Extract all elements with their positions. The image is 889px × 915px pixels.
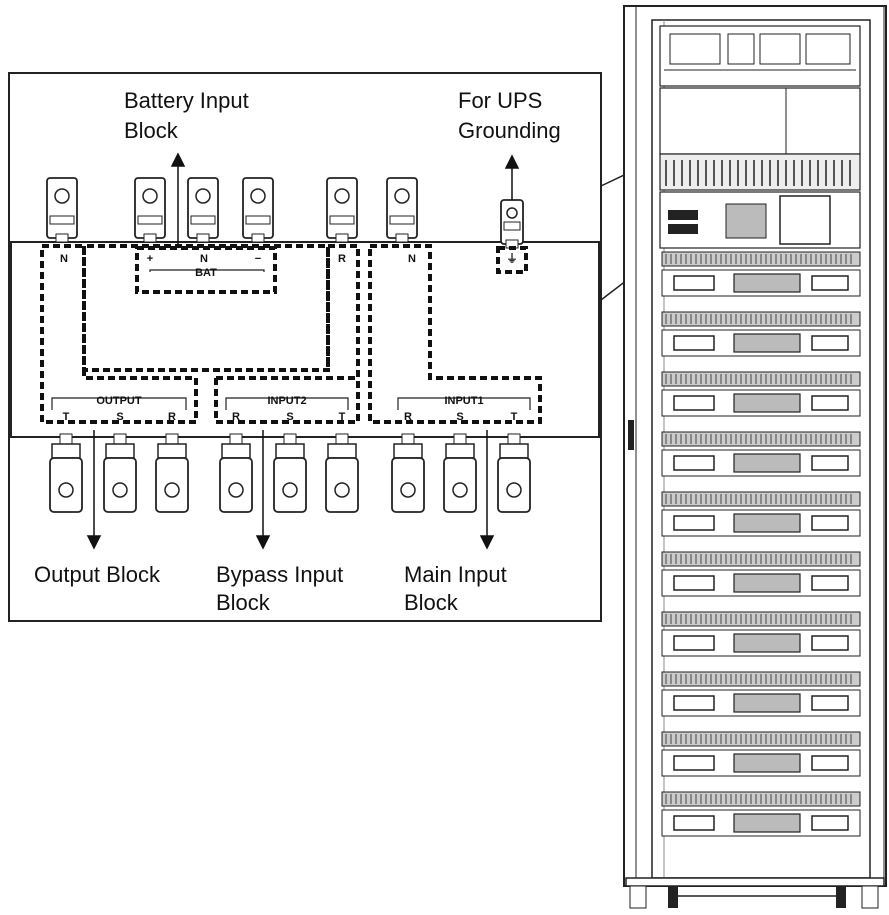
terminal-mark-out-t: T (63, 411, 70, 423)
top-lug-in2-r-top (326, 177, 358, 243)
main-input-label-line1: Main Input (404, 562, 507, 587)
power-module-slot (661, 311, 861, 357)
bottom-lug-out-t (49, 433, 83, 513)
cabinet-foot-right-inner (836, 886, 846, 908)
terminal-mark-in2-r-top: R (338, 253, 346, 265)
top-lug-ground (500, 199, 524, 249)
ups-cabinet (623, 5, 887, 909)
power-module-slot (661, 671, 861, 717)
bottom-lug-in2-s (273, 433, 307, 513)
terminal-mark-out-r: R (168, 411, 176, 423)
terminal-mark-bat-minus: − (255, 253, 261, 265)
power-module-slot (661, 251, 861, 297)
power-module-slot (661, 791, 861, 837)
power-module-slot (661, 371, 861, 417)
cabinet-foot-left-inner (668, 886, 678, 908)
power-module-slot (661, 731, 861, 777)
ups-grounding-label-line1: For UPS (458, 88, 542, 113)
ground-outline (496, 246, 528, 274)
input1-group-label: INPUT1 (444, 395, 483, 407)
cabinet-foot-left (629, 885, 647, 909)
output-group-outline (40, 244, 198, 424)
bat-bracket (149, 269, 265, 272)
main-input-label-line2: Block (404, 590, 459, 615)
bypass-arrow-head (255, 535, 271, 550)
cabinet-handle (628, 420, 634, 450)
terminal-block-body (10, 241, 600, 438)
terminal-mark-out-n: N (60, 253, 68, 265)
terminal-mark-in2-t: T (339, 411, 346, 423)
terminal-mark-in2-s: S (286, 411, 293, 423)
output-arrow-head (86, 535, 102, 550)
cabinet-base (625, 877, 885, 887)
bottom-lug-out-r (155, 433, 189, 513)
bat-group-outline (135, 246, 277, 294)
cabinet-breaker-panel (659, 87, 861, 155)
bottom-lug-in1-s (443, 433, 477, 513)
bottom-lug-in1-t (497, 433, 531, 513)
battery-input-label-line2: Block (124, 118, 179, 143)
terminal-mark-bat-plus: + (147, 253, 153, 265)
terminal-mark-in1-s: S (456, 411, 463, 423)
input2-bracket (225, 397, 349, 410)
input2-group-outline (214, 244, 360, 424)
power-module-slot (661, 551, 861, 597)
bypass-input-label-line2: Block (216, 590, 271, 615)
bypass-input-label-line1: Bypass Input (216, 562, 343, 587)
ground-arrow-head (504, 154, 520, 169)
top-lug-bat-minus (242, 177, 274, 243)
input2-group-label: INPUT2 (267, 395, 306, 407)
power-module-slot (661, 431, 861, 477)
cabinet-foot-right (861, 885, 879, 909)
terminal-mark-in2-r: R (232, 411, 240, 423)
bat-group-label: BAT (195, 267, 217, 279)
terminal-mark-out-s: S (116, 411, 123, 423)
output-bracket (51, 397, 187, 410)
battery-input-label-line1: Battery Input (124, 88, 249, 113)
terminal-mark-in1-n: N (408, 253, 416, 265)
output-group-label: OUTPUT (96, 395, 142, 407)
input1-group-outline (368, 244, 542, 424)
main-arrow-head (479, 535, 495, 550)
top-lug-in1-n (386, 177, 418, 243)
bottom-lug-in2-r (219, 433, 253, 513)
terminal-mark-bat-n: N (200, 253, 208, 265)
bottom-lug-out-s (103, 433, 137, 513)
terminal-mark-in1-r: R (404, 411, 412, 423)
top-lug-bat-n (187, 177, 219, 243)
power-module-slot (661, 611, 861, 657)
top-lugs (46, 177, 524, 249)
ups-grounding-label-line2: Grounding (458, 118, 561, 143)
top-lug-out-n (46, 177, 78, 243)
output-block-label: Output Block (34, 562, 161, 587)
bottom-lugs (49, 433, 531, 513)
terminal-mark-in1-t: T (511, 411, 518, 423)
battery-arrow-head (170, 152, 186, 167)
input1-bracket (397, 397, 531, 410)
bottom-lug-in1-r (391, 433, 425, 513)
bat-inner-outline (82, 244, 330, 372)
top-lug-bat-plus (134, 177, 166, 243)
terminal-mark-ground: ⏚ (507, 252, 518, 265)
power-module-slot (661, 491, 861, 537)
bottom-lug-in2-t (325, 433, 359, 513)
